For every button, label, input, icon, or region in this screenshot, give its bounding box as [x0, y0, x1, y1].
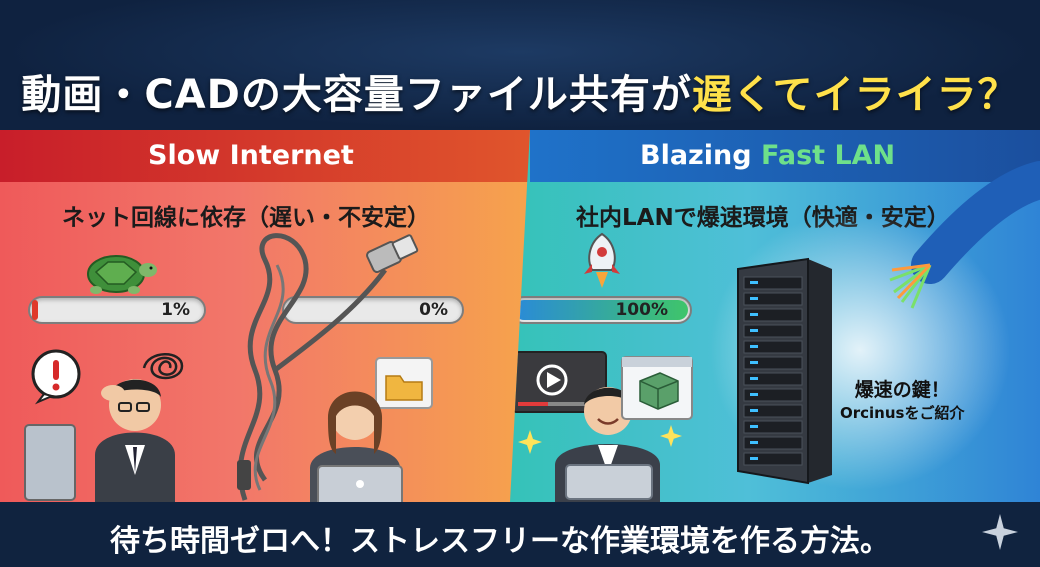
rack-unit [743, 452, 803, 466]
callout-line-1: 爆速の鍵！ [854, 379, 950, 401]
rack-led [750, 377, 758, 380]
sparkle-icon-2 [660, 425, 682, 447]
rack-unit [743, 276, 803, 290]
rack-led [750, 281, 758, 284]
rack-led [750, 393, 758, 396]
slow-progress-fill-1 [32, 300, 38, 320]
rack-led [750, 345, 758, 348]
slow-internet-panel: Slow Internet ネット回線に依存（遅い・不安定） 1% 0% [0, 130, 530, 502]
ethernet-plug-icon [366, 234, 419, 273]
rack-led [750, 313, 758, 316]
fast-progress-value: 100% [615, 300, 668, 320]
slow-progress-bar-1: 1% [28, 296, 206, 324]
rack-unit [743, 292, 803, 306]
rack-led [750, 425, 758, 428]
rack-led [750, 329, 758, 332]
smiling-man-illustration [555, 387, 660, 502]
fiber-optic-cable-icon [889, 161, 1040, 309]
fast-progress-bar: 100% [510, 296, 692, 324]
headline-prefix: 動画・CADの大容量ファイル共有が [21, 72, 692, 118]
rack-led [750, 361, 758, 364]
slow-progress-value-1: 1% [161, 300, 190, 320]
slow-internet-label: Slow Internet [148, 140, 354, 171]
footer-bar: 待ち時間ゼロへ！ストレスフリーな作業環境を作る方法。 [0, 502, 1040, 567]
callout-line-2: Orcinusをご紹介 [840, 404, 965, 422]
headline-highlight: 遅くてイライラ？ [691, 72, 1019, 118]
turtle-icon [87, 255, 157, 294]
alert-icon [31, 349, 81, 405]
slow-internet-banner: Slow Internet [0, 130, 530, 182]
tangled-cable-icon [237, 233, 387, 501]
rack-unit [743, 436, 803, 450]
rack-unit [743, 340, 803, 354]
rack-unit [743, 324, 803, 338]
fast-progress-fill [514, 300, 688, 320]
tangled-scribble-icon [142, 353, 184, 380]
rack-unit [743, 372, 803, 386]
rack-unit [743, 388, 803, 402]
fast-lan-prefix: Blazing [640, 140, 752, 171]
fast-lan-banner: Blazing Fast LAN [530, 130, 1040, 182]
fast-lan-highlight: Fast LAN [760, 140, 896, 171]
file-folder-icon [375, 357, 433, 409]
title-bar: 動画・CADの大容量ファイル共有が遅くてイライラ？ [0, 0, 1040, 130]
slow-progress-bar-2: 0% [282, 296, 464, 324]
rack-led [750, 409, 758, 412]
headline: 動画・CADの大容量ファイル共有が遅くてイライラ？ [0, 62, 1040, 120]
cad-window-icon [621, 356, 693, 420]
sparkle-icon [518, 430, 542, 454]
rack-unit [743, 356, 803, 370]
rack-unit [743, 308, 803, 322]
rack-led [750, 457, 758, 460]
key-callout: 爆速の鍵！ Orcinusをご紹介 [840, 375, 964, 423]
worried-woman-illustration [310, 391, 403, 502]
sparkle-icon-footer [982, 514, 1018, 550]
fast-lan-panel: Blazing Fast LAN 社内LANで爆速環境（快適・安定） 100% [510, 130, 1040, 502]
stressed-man-illustration [24, 379, 175, 502]
footer-text: 待ち時間ゼロへ！ストレスフリーな作業環境を作る方法。 [110, 524, 890, 559]
rack-unit [743, 404, 803, 418]
slow-progress-value-2: 0% [419, 300, 448, 320]
rack-led [750, 441, 758, 444]
rack-led [750, 297, 758, 300]
rocket-icon [584, 232, 620, 288]
slow-subtitle: ネット回線に依存（遅い・不安定） [62, 205, 430, 231]
server-rack-icon [737, 257, 832, 485]
rack-unit [743, 420, 803, 434]
fast-lan-label: Blazing Fast LAN [640, 140, 895, 171]
